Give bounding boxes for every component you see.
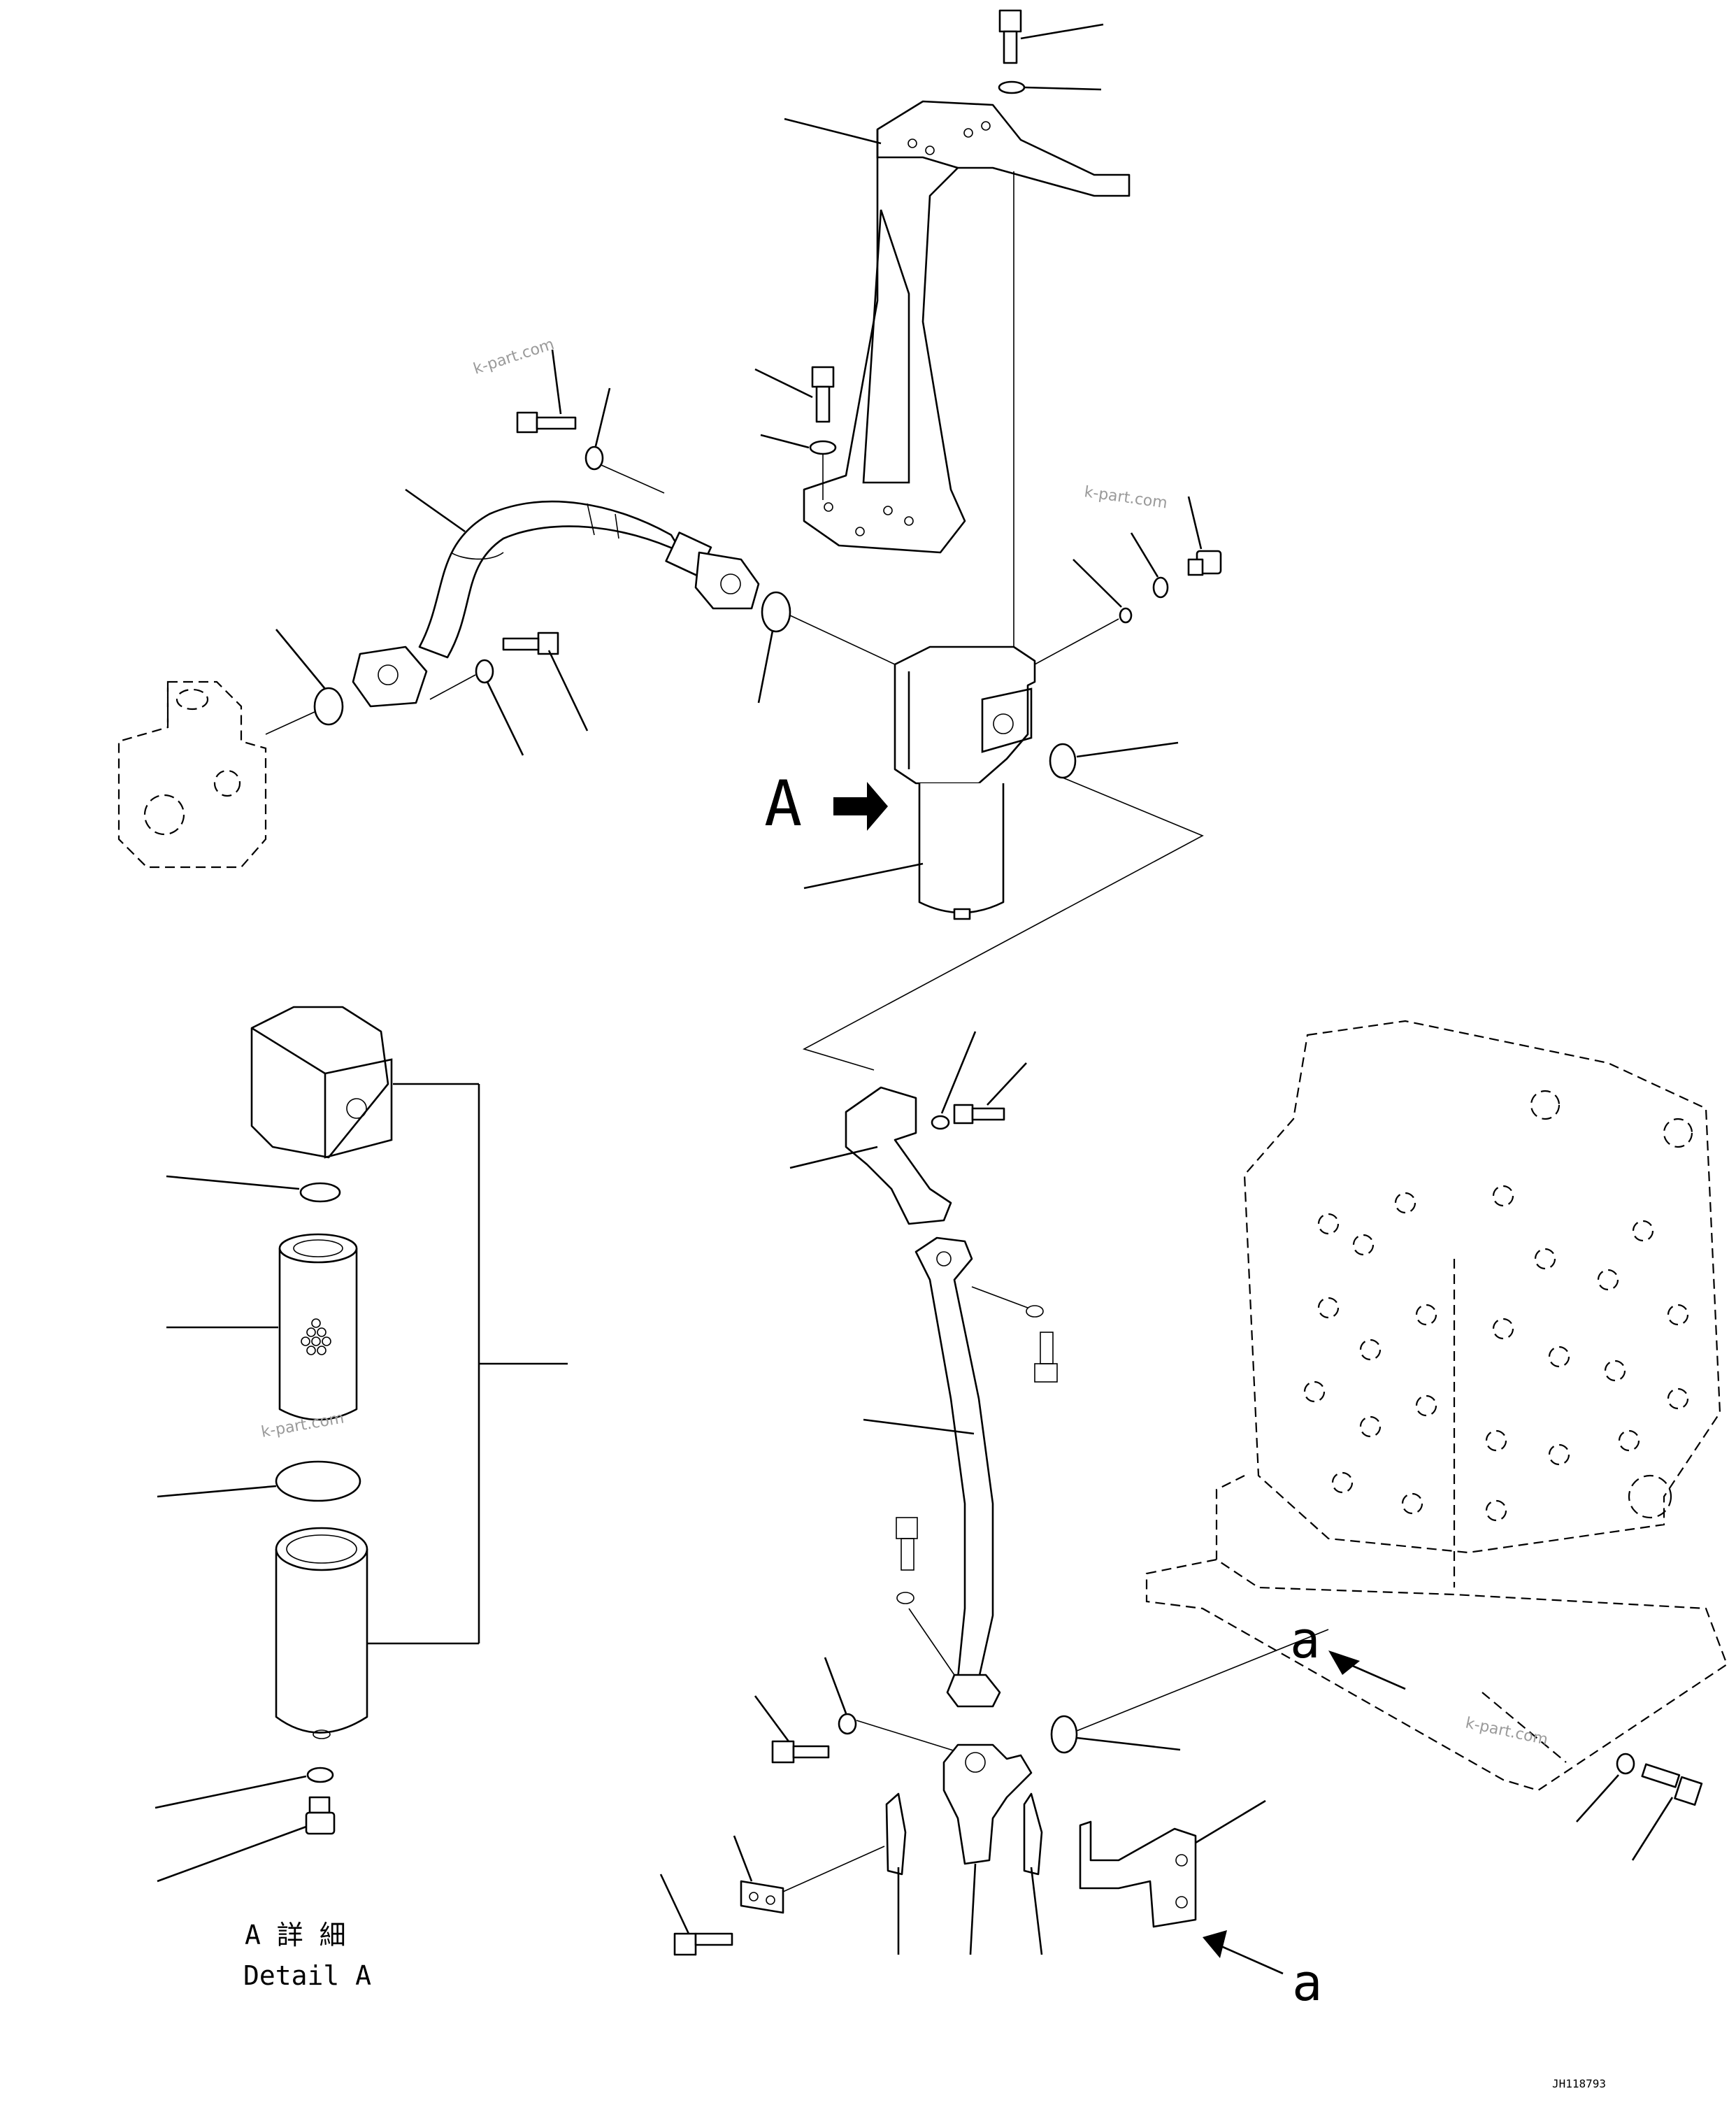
leader — [824, 1657, 847, 1714]
drawing-number: JH118793 — [1552, 2077, 1606, 2090]
arrow-pointer-icon — [1328, 1650, 1360, 1675]
bolt-lower-left — [771, 1740, 830, 1764]
plug-right — [1187, 550, 1222, 576]
watermark: k-part.com — [471, 336, 557, 378]
bolt-hose-upper — [516, 411, 577, 434]
washer-hose-lower — [475, 659, 494, 684]
upper-hose — [352, 500, 760, 708]
leader — [1216, 1943, 1284, 1975]
washer-hose-upper — [584, 445, 604, 471]
line-filter — [894, 645, 1036, 920]
leader — [155, 1775, 307, 1809]
bolt-hose-lower — [502, 632, 559, 655]
leader — [1349, 1663, 1406, 1690]
watermark: k-part.com — [1083, 483, 1168, 512]
leader — [863, 1418, 975, 1435]
leader — [551, 349, 562, 415]
leader — [757, 630, 774, 704]
leader — [157, 1825, 307, 1883]
leader — [1187, 496, 1203, 550]
leader — [486, 681, 524, 756]
leader — [1576, 1774, 1619, 1822]
detail-filter-head — [250, 1006, 393, 1159]
control-valve — [1145, 1020, 1728, 1792]
valve-ports — [1303, 1090, 1693, 1522]
o-ring-small — [1119, 607, 1133, 624]
bolt-plate — [673, 1932, 733, 1956]
leader — [1076, 741, 1179, 758]
drain-plug — [305, 1796, 336, 1835]
washer-valve — [1616, 1753, 1635, 1775]
leader — [166, 1175, 300, 1190]
leader — [1073, 559, 1122, 608]
o-ring-filter-outlet — [1049, 743, 1077, 779]
view-marker-A: A — [764, 767, 802, 841]
washer-bracket — [809, 440, 837, 455]
leader — [275, 629, 327, 690]
elbow-upper — [845, 1086, 952, 1225]
leader — [733, 1835, 753, 1882]
detail-caption-jp: A 詳 細 — [245, 1920, 346, 1950]
bolt-valve — [1641, 1763, 1703, 1806]
lower-hose — [914, 1236, 1001, 1708]
leader — [754, 1695, 790, 1742]
leader — [157, 1485, 277, 1498]
arrow-pointer-icon — [1203, 1930, 1227, 1958]
leader — [987, 1062, 1027, 1106]
washer-top — [998, 80, 1026, 94]
leader — [969, 1863, 977, 1955]
leader — [547, 650, 589, 732]
watermark: k-part.com — [1464, 1714, 1549, 1748]
leader — [405, 488, 466, 533]
plate-small — [740, 1880, 784, 1914]
leader — [1076, 1736, 1181, 1751]
bolt-elbow — [953, 1104, 1005, 1125]
leader — [754, 368, 813, 399]
detail-caption-en: Detail A — [243, 1960, 371, 1991]
o-ring-head — [299, 1182, 341, 1203]
bracket-lower — [1079, 1820, 1197, 1928]
bolt-bracket — [811, 366, 835, 423]
o-ring-pump — [313, 687, 344, 726]
washer-lower-left — [838, 1713, 857, 1735]
ref-label-a-lower: a — [1292, 1953, 1322, 2012]
leader — [1024, 86, 1102, 91]
leader — [1030, 1867, 1043, 1955]
filter-case — [275, 1527, 368, 1739]
leader — [760, 434, 810, 449]
mounting-bracket — [803, 100, 1131, 554]
leader — [789, 1146, 878, 1169]
leader — [659, 1874, 690, 1934]
leader — [1020, 23, 1104, 40]
leader — [1631, 1797, 1674, 1861]
arrow-right-filled-icon — [833, 782, 888, 831]
leader — [940, 1031, 977, 1114]
clamp-left — [885, 1792, 907, 1876]
filter-element — [278, 1233, 358, 1421]
leader — [1130, 532, 1159, 578]
bolt-top — [998, 9, 1022, 64]
washer-plug — [1152, 576, 1169, 599]
washer-elbow — [931, 1115, 950, 1130]
o-ring-lower — [1050, 1715, 1078, 1754]
leader — [803, 862, 924, 890]
o-ring-case — [275, 1460, 361, 1502]
elbow-lower — [942, 1743, 1033, 1865]
ref-label-a-upper: a — [1290, 1611, 1320, 1669]
o-ring-filter-inlet — [761, 591, 791, 633]
connection-line — [802, 777, 1204, 1071]
pump-body — [117, 680, 267, 869]
o-ring-drain — [306, 1767, 334, 1783]
leader — [784, 117, 882, 145]
leader — [594, 387, 611, 447]
leader — [1195, 1799, 1266, 1844]
clamp-right — [1023, 1792, 1043, 1876]
